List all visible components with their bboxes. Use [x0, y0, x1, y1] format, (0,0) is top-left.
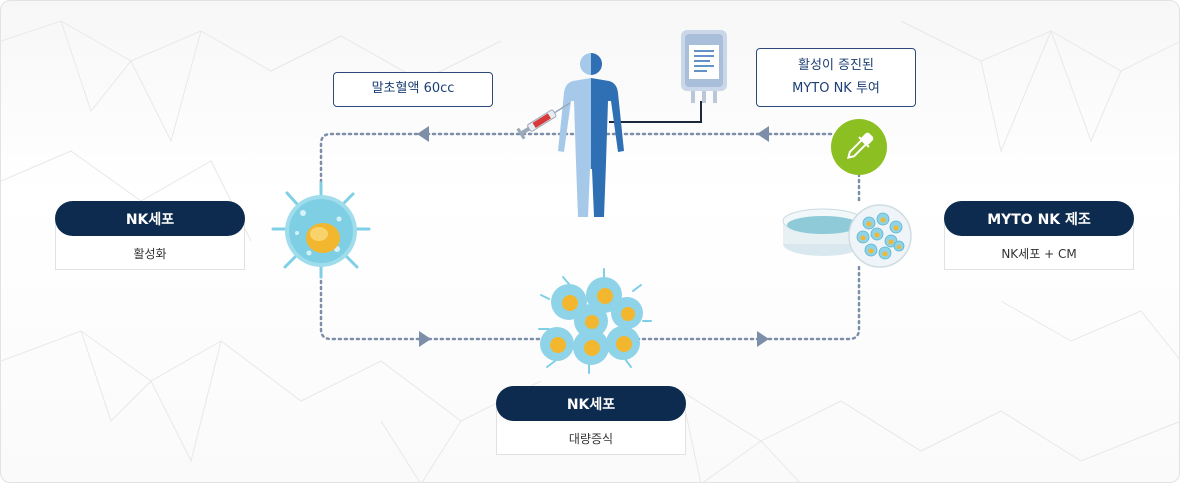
arrow-right-icon [757, 331, 769, 347]
infusion-label-line1: 활성이 증진된 [798, 57, 874, 73]
step-title: NK세포 [55, 201, 245, 236]
cell-cluster-icon [538, 268, 652, 374]
petri-dish-icon [782, 204, 912, 268]
blood-draw-label: 말초혈액 60cc [371, 81, 455, 97]
step-card-activation: NK세포 활성화 [55, 201, 245, 270]
step-title: MYTO NK 제조 [944, 201, 1134, 236]
arrow-right-icon [419, 331, 431, 347]
iv-tube [609, 101, 702, 123]
step-card-expansion: NK세포 대량증식 [496, 386, 686, 455]
arrow-left-icon [417, 126, 429, 142]
dropper-icon [831, 119, 887, 175]
syringe-icon [516, 102, 571, 140]
step-title: NK세포 [496, 386, 686, 421]
step-card-manufacturing: MYTO NK 제조 NK세포 + CM [944, 201, 1134, 270]
flow-line-bottom-left [319, 267, 553, 341]
arrow-left-icon [757, 126, 769, 142]
nk-cell-icon [271, 181, 371, 279]
flow-line-bottom-right [629, 264, 861, 341]
infusion-callout: 활성이 증진된 MYTO NK 투여 [756, 48, 916, 107]
iv-bag-icon [681, 30, 727, 103]
human-body-icon [558, 53, 624, 217]
flow-line-top [319, 132, 833, 191]
blood-draw-callout: 말초혈액 60cc [333, 72, 493, 107]
infusion-label-line2: MYTO NK 투여 [792, 80, 880, 96]
flow-loop [319, 132, 861, 341]
